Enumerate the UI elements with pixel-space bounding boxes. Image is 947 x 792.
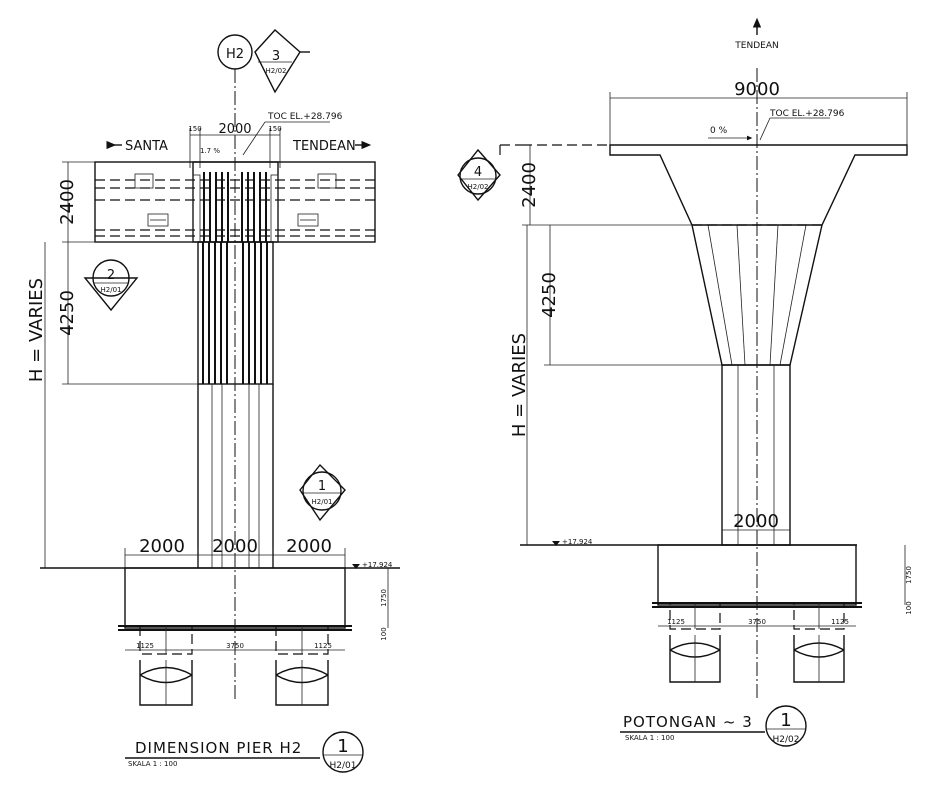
dim-top-right: 150 bbox=[268, 125, 281, 133]
pile-right-right bbox=[793, 635, 845, 683]
toc-label-right: TOC EL.+28.796 bbox=[769, 109, 845, 119]
pile-cap bbox=[124, 567, 346, 629]
grid-label: H2 bbox=[226, 47, 244, 62]
left-title-marker-number: 1 bbox=[337, 736, 348, 757]
section-marker-4: 4 H2/02 bbox=[457, 144, 522, 202]
dim-taper-height: 4250 bbox=[57, 290, 78, 336]
direction-tendean: TENDEAN bbox=[292, 139, 356, 154]
pier-head-section bbox=[609, 144, 908, 226]
dim-taper-height-right: 4250 bbox=[539, 272, 560, 318]
north-label: TENDEAN bbox=[734, 41, 778, 51]
dim-h-varies: H = VARIES bbox=[26, 278, 47, 382]
dim-top-total: 2000 bbox=[218, 122, 251, 137]
dim-lean: 100 bbox=[380, 627, 388, 640]
right-view: TENDEAN 9000 TOC EL.+28.796 0 % 2400 bbox=[457, 17, 913, 747]
grid-bubble-h2: H2 bbox=[217, 34, 253, 70]
dim-cap-height-right: 1750 bbox=[905, 566, 913, 584]
right-title: POTONGAN ~ 3 bbox=[623, 713, 753, 731]
section-marker-3-ref: H2/02 bbox=[266, 67, 287, 75]
dim-pile-edge-left-right: 1125 bbox=[667, 618, 685, 626]
section-marker-1: 1 H2/01 bbox=[299, 463, 346, 522]
section-marker-3-number: 3 bbox=[272, 49, 280, 64]
dim-column-width: 2000 bbox=[733, 511, 779, 532]
right-title-marker-ref: H2/02 bbox=[773, 735, 800, 745]
dim-pile-spacing: 3750 bbox=[226, 642, 244, 650]
level-label-right: +17.924 bbox=[562, 538, 593, 546]
dim-pile-spacing-right: 3750 bbox=[748, 618, 766, 626]
section-marker-4-ref: H2/02 bbox=[468, 183, 489, 191]
dim-top-left: 150 bbox=[188, 125, 201, 133]
section-marker-2-ref: H2/01 bbox=[101, 286, 122, 294]
dim-top-width: 9000 bbox=[734, 79, 780, 100]
left-title-marker-ref: H2/01 bbox=[330, 761, 357, 771]
level-label: +17.924 bbox=[362, 561, 393, 569]
dim-head-height: 2400 bbox=[57, 179, 78, 225]
left-title: DIMENSION PIER H2 bbox=[135, 739, 302, 757]
slope-label-right: 0 % bbox=[710, 126, 728, 136]
dim-pile-edge-right-right: 1125 bbox=[831, 618, 849, 626]
dim-pile-left: 2000 bbox=[139, 536, 185, 557]
right-title-marker: 1 H2/02 bbox=[765, 705, 807, 747]
right-scale: SKALA 1 : 100 bbox=[625, 734, 674, 742]
dim-pile-edge-right: 1125 bbox=[314, 642, 332, 650]
dim-h-varies-right: H = VARIES bbox=[509, 333, 530, 437]
right-title-marker-number: 1 bbox=[780, 710, 791, 731]
pile-left-right bbox=[669, 635, 721, 683]
pile-right bbox=[275, 660, 329, 706]
direction-santa: SANTA bbox=[125, 139, 168, 154]
pile-left bbox=[139, 660, 193, 706]
slope-label: 1.7 % bbox=[200, 147, 220, 155]
rebar-pattern-head bbox=[203, 172, 267, 242]
dim-pile-edge-left: 1125 bbox=[136, 642, 154, 650]
left-scale: SKALA 1 : 100 bbox=[128, 760, 177, 768]
left-view: H2 3 H2/02 2000 150 150 TOC EL.+28.796 1… bbox=[26, 29, 400, 773]
section-marker-1-number: 1 bbox=[318, 479, 326, 494]
dim-pile-right: 2000 bbox=[286, 536, 332, 557]
section-marker-2-number: 2 bbox=[107, 268, 115, 283]
section-marker-3: 3 H2/02 bbox=[254, 29, 310, 94]
dim-head-height-right: 2400 bbox=[519, 162, 540, 208]
section-marker-2: 2 H2/01 bbox=[83, 259, 139, 312]
rebar-pattern-taper bbox=[202, 242, 268, 384]
section-marker-4-number: 4 bbox=[474, 165, 482, 180]
dim-cap-height: 1750 bbox=[380, 589, 388, 607]
dim-lean-right: 100 bbox=[905, 601, 913, 614]
left-title-marker: 1 H2/01 bbox=[322, 731, 364, 773]
pile-cap-right bbox=[657, 544, 857, 606]
section-marker-1-ref: H2/01 bbox=[312, 498, 333, 506]
toc-label: TOC EL.+28.796 bbox=[267, 112, 343, 122]
dim-pile-center: 2000 bbox=[212, 536, 258, 557]
